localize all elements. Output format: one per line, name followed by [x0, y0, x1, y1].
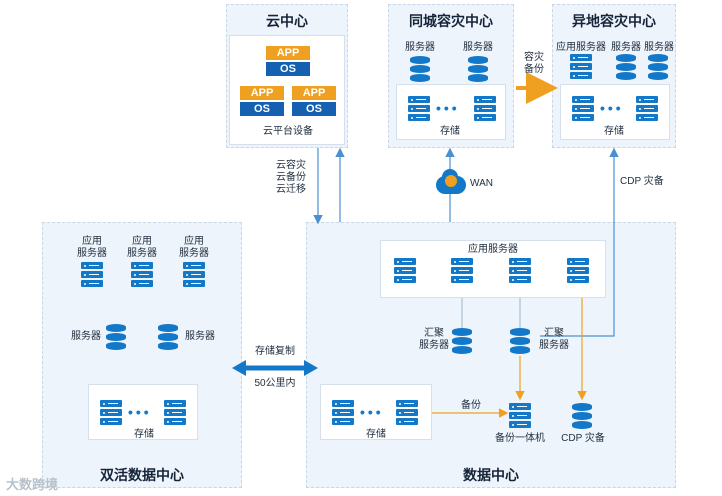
- same-city-dr-title: 同城容灾中心: [409, 13, 493, 29]
- remote-storage-box: [560, 84, 670, 140]
- agg-server-label-1: 汇聚 服务器: [419, 328, 449, 351]
- agg-server-label-2: 汇聚 服务器: [539, 328, 569, 351]
- same-city-server-label-2: 服务器: [463, 42, 493, 53]
- data-center-title: 数据中心: [463, 467, 519, 483]
- active-app-rack-1: [81, 262, 103, 288]
- app-block-3: APP: [292, 86, 336, 100]
- same-city-db-icon-2: [468, 56, 488, 82]
- os-block-1: OS: [266, 62, 310, 76]
- active-db-icon-2: [158, 324, 178, 350]
- replication-label: 存储复制: [255, 346, 295, 357]
- same-city-storage-rack-2: [474, 96, 496, 122]
- distance-label: 50公里内: [254, 378, 296, 389]
- remote-storage-dots: •••: [600, 100, 624, 116]
- dc-storage-rack-1: [332, 400, 354, 426]
- dc-app-rack-4: [567, 258, 589, 284]
- dc-storage-dots: •••: [360, 404, 384, 420]
- active-storage-rack-2: [164, 400, 186, 426]
- active-storage-label: 存储: [134, 429, 154, 440]
- cdp-db-icon: [572, 403, 592, 429]
- wan-cloud-icon: [436, 169, 466, 194]
- same-city-storage-dots: •••: [436, 100, 460, 116]
- dc-storage-label: 存储: [366, 429, 386, 440]
- wan-label: WAN: [470, 178, 493, 189]
- os-block-3: OS: [292, 102, 336, 116]
- active-app-rack-2: [131, 262, 153, 288]
- remote-app-server-label: 应用服务器: [556, 42, 606, 53]
- active-app-server-label-3: 应用 服务器: [179, 236, 209, 259]
- backup-appliance-icon: [509, 403, 531, 429]
- dr-backup-label: 容灾 备份: [524, 52, 544, 75]
- remote-storage-rack-1: [572, 96, 594, 122]
- active-app-rack-3: [183, 262, 205, 288]
- remote-app-server-icon: [570, 54, 592, 80]
- app-block-2: APP: [240, 86, 284, 100]
- backup-link-label: 备份: [461, 400, 481, 411]
- cdp-dr-link-label: CDP 灾备: [620, 176, 664, 187]
- active-storage-rack-1: [100, 400, 122, 426]
- dc-app-rack-2: [451, 258, 473, 284]
- agg-db-icon-2: [510, 328, 530, 354]
- same-city-storage-rack-1: [408, 96, 430, 122]
- cdp-label: CDP 灾备: [561, 433, 605, 444]
- active-server-label-1: 服务器: [71, 331, 101, 342]
- cloud-sync-label: 云容灾 云备份 云迁移: [276, 160, 306, 195]
- active-storage-dots: •••: [128, 404, 152, 420]
- agg-db-icon-1: [452, 328, 472, 354]
- active-db-icon-1: [106, 324, 126, 350]
- active-dc-title: 双活数据中心: [100, 467, 184, 483]
- cdp-remote-line: [540, 147, 619, 337]
- app-block-1: APP: [266, 46, 310, 60]
- dc-app-rack-3: [509, 258, 531, 284]
- active-app-server-label-1: 应用 服务器: [77, 236, 107, 259]
- same-city-server-label-1: 服务器: [405, 42, 435, 53]
- same-city-storage-label: 存储: [440, 126, 460, 137]
- remote-dr-title: 异地容灾中心: [572, 13, 656, 29]
- remote-storage-label: 存储: [604, 126, 624, 137]
- active-app-server-label-2: 应用 服务器: [127, 236, 157, 259]
- cloud-device-label: 云平台设备: [263, 126, 313, 137]
- watermark: 大数跨境: [6, 477, 59, 492]
- dc-app-servers-label: 应用服务器: [468, 244, 518, 255]
- cloud-center-title: 云中心: [266, 13, 308, 29]
- remote-db-icon-2: [648, 54, 668, 80]
- dc-app-rack-1: [394, 258, 416, 284]
- dc-storage-rack-2: [396, 400, 418, 426]
- remote-server-label-2: 服务器: [644, 42, 674, 53]
- remote-storage-rack-2: [636, 96, 658, 122]
- same-city-storage-box: [396, 84, 506, 140]
- same-city-db-icon-1: [410, 56, 430, 82]
- remote-db-icon-1: [616, 54, 636, 80]
- os-block-2: OS: [240, 102, 284, 116]
- remote-server-label-1: 服务器: [611, 42, 641, 53]
- active-server-label-2: 服务器: [185, 331, 215, 342]
- backup-appliance-label: 备份一体机: [495, 433, 545, 444]
